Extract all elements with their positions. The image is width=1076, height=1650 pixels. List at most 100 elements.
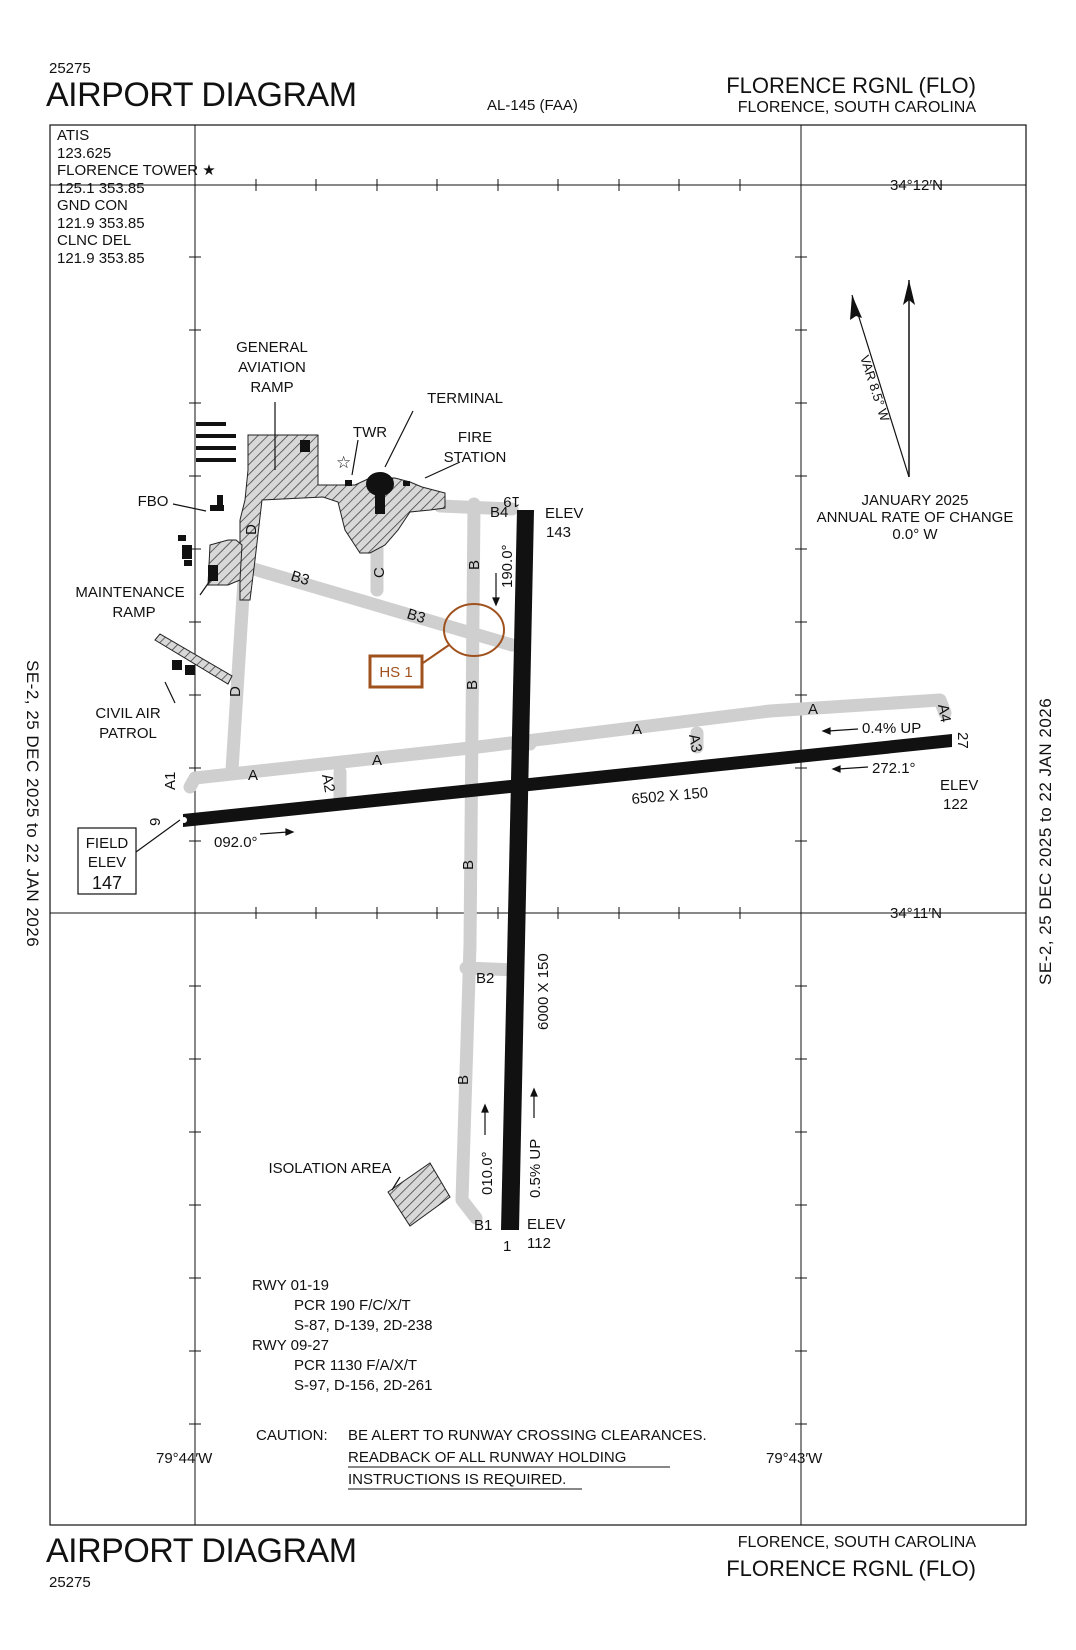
rwy-19-heading: 190.0° xyxy=(499,544,516,588)
maintenance-ramp-label-2: RAMP xyxy=(112,604,155,621)
fbo-label: FBO xyxy=(138,493,169,510)
taxiway-label-c: C xyxy=(371,567,388,578)
civil-air-patrol-label-2: PATROL xyxy=(99,725,157,742)
lat-label-top: 34°12′N xyxy=(890,177,943,194)
ga-ramp-label-3: RAMP xyxy=(250,379,293,396)
rwy-1-heading: 010.0° xyxy=(479,1151,496,1195)
taxiway-label-b-1: B xyxy=(466,560,483,570)
field-elev-label-2: ELEV xyxy=(88,854,126,871)
caution-lead: CAUTION: xyxy=(256,1427,328,1444)
rwy-9-27-dims: 6502 X 150 xyxy=(631,784,709,808)
serial-number-top: 25275 xyxy=(49,60,91,77)
ground-label: GND CON xyxy=(57,197,128,214)
taxiway-b4 xyxy=(433,499,519,516)
magnetic-north-icon xyxy=(850,295,862,320)
rwy-info-5: PCR 1130 F/A/X/T xyxy=(294,1357,417,1374)
taxiways xyxy=(183,497,952,1225)
rwy-1-grade: 0.5% UP xyxy=(527,1139,544,1198)
civil-air-patrol-label-1: CIVIL AIR xyxy=(95,705,160,722)
taxiway-label-b3-1: B3 xyxy=(289,568,312,590)
map-text: 34°12′N 34°11′N 79°44′W 79°43′W VAR 8.5°… xyxy=(75,177,1013,1488)
taxiway-b xyxy=(455,497,483,1225)
terminal-building xyxy=(345,472,410,514)
taxiway-b3 xyxy=(233,558,519,652)
taxiway-label-b1: B1 xyxy=(474,1217,492,1234)
runways xyxy=(181,510,952,1230)
lat-ticks-top xyxy=(255,179,741,191)
clearance-label: CLNC DEL xyxy=(57,232,132,249)
rwy-19-elev-value: 143 xyxy=(546,524,571,541)
frequency-box: ATIS 123.625 FLORENCE TOWER ★ 125.1 353.… xyxy=(57,127,216,267)
rwy-1-elev-value: 112 xyxy=(527,1235,551,1252)
caution-line-1: BE ALERT TO RUNWAY CROSSING CLEARANCES. xyxy=(348,1427,707,1444)
heading-arrows xyxy=(259,573,869,1135)
fire-station-label-1: FIRE xyxy=(458,429,492,446)
caution-line-3: INSTRUCTIONS IS REQUIRED. xyxy=(348,1471,566,1488)
atis-label: ATIS xyxy=(57,127,90,144)
airport-name-top: FLORENCE RGNL (FLO) xyxy=(726,73,976,98)
lon-label-left: 79°44′W xyxy=(156,1450,213,1467)
serial-number-bottom: 25275 xyxy=(49,1574,91,1591)
taxiway-label-b-2: B xyxy=(464,680,481,690)
atis-freq: 123.625 xyxy=(57,144,112,162)
building-marks xyxy=(172,422,310,675)
true-north-icon xyxy=(903,280,915,305)
rwy-info-3: S-87, D-139, 2D-238 xyxy=(294,1317,432,1334)
airport-name-bottom: FLORENCE RGNL (FLO) xyxy=(726,1556,976,1581)
taxiway-label-a1: A1 xyxy=(162,772,179,790)
twr-label: TWR xyxy=(353,424,387,441)
runway-1-19 xyxy=(501,510,534,1230)
rwy-27-elev-value: 122 xyxy=(943,796,968,813)
field-elev-value: 147 xyxy=(92,873,122,893)
rwy-info-4: RWY 09-27 xyxy=(252,1337,329,1354)
clearance-freq: 121.9 353.85 xyxy=(57,249,145,267)
rwy-info-2: PCR 190 F/C/X/T xyxy=(294,1297,411,1314)
lat-label-bottom: 34°11′N xyxy=(890,905,942,922)
city-state-bottom: FLORENCE, SOUTH CAROLINA xyxy=(737,1534,976,1551)
taxiway-label-a-1: A xyxy=(248,767,258,784)
field-elev-label-1: FIELD xyxy=(86,835,129,852)
tower-star-icon: ☆ xyxy=(336,453,351,472)
variation-rate-label: ANNUAL RATE OF CHANGE xyxy=(817,509,1014,526)
ga-ramp-label-2: AVIATION xyxy=(238,359,306,376)
taxiway-label-b-3: B xyxy=(460,860,477,870)
taxiway-label-a2: A2 xyxy=(318,773,338,794)
taxiway-label-d-1: D xyxy=(243,524,260,535)
tower-freq: 125.1 353.85 xyxy=(57,179,145,197)
city-state-top: FLORENCE, SOUTH CAROLINA xyxy=(737,99,976,116)
rwy-info-6: S-97, D-156, 2D-261 xyxy=(294,1377,432,1394)
lon-ticks-right xyxy=(795,256,807,1425)
chart-title-top: AIRPORT DIAGRAM xyxy=(46,76,357,114)
variation-label: VAR 8.5° W xyxy=(857,353,893,424)
ramps xyxy=(154,434,451,1227)
taxiway-label-b3-2: B3 xyxy=(405,606,428,628)
isolation-area-label: ISOLATION AREA xyxy=(268,1160,391,1177)
taxiway-label-b-4: B xyxy=(455,1075,472,1085)
taxiway-label-a-2: A xyxy=(372,752,382,769)
rwy9-threshold-mark xyxy=(181,817,187,823)
rwy-1-19-dims: 6000 X 150 xyxy=(535,953,552,1030)
north-arrow xyxy=(850,280,915,478)
taxiway-label-a4: A4 xyxy=(934,703,954,724)
taxiway-b2 xyxy=(459,961,521,977)
terminal-label: TERMINAL xyxy=(427,390,503,407)
civil-air-patrol-hatch xyxy=(154,633,233,685)
rwy-info-1: RWY 01-19 xyxy=(252,1277,329,1294)
rwy-1-number: 1 xyxy=(503,1238,511,1255)
chart-title-bottom: AIRPORT DIAGRAM xyxy=(46,1532,357,1570)
rwy-19-number: 19 xyxy=(503,493,520,510)
rwy-9-number: 9 xyxy=(147,818,164,826)
taxiway-label-a-3: A xyxy=(632,721,642,738)
rwy-27-number: 27 xyxy=(954,732,971,749)
field-elev-box xyxy=(77,827,137,895)
tower-label: FLORENCE TOWER ★ xyxy=(57,162,216,179)
variation-date: JANUARY 2025 xyxy=(861,492,968,509)
taxiway-label-b2: B2 xyxy=(476,970,494,987)
ground-freq: 121.9 353.85 xyxy=(57,214,145,232)
procedure-id: AL-145 (FAA) xyxy=(487,97,578,114)
taxiway-label-d-2: D xyxy=(227,686,244,697)
ga-ramp-label-1: GENERAL xyxy=(236,339,308,356)
taxiway-label-a3: A3 xyxy=(685,733,705,754)
maintenance-ramp-label-1: MAINTENANCE xyxy=(75,584,184,601)
